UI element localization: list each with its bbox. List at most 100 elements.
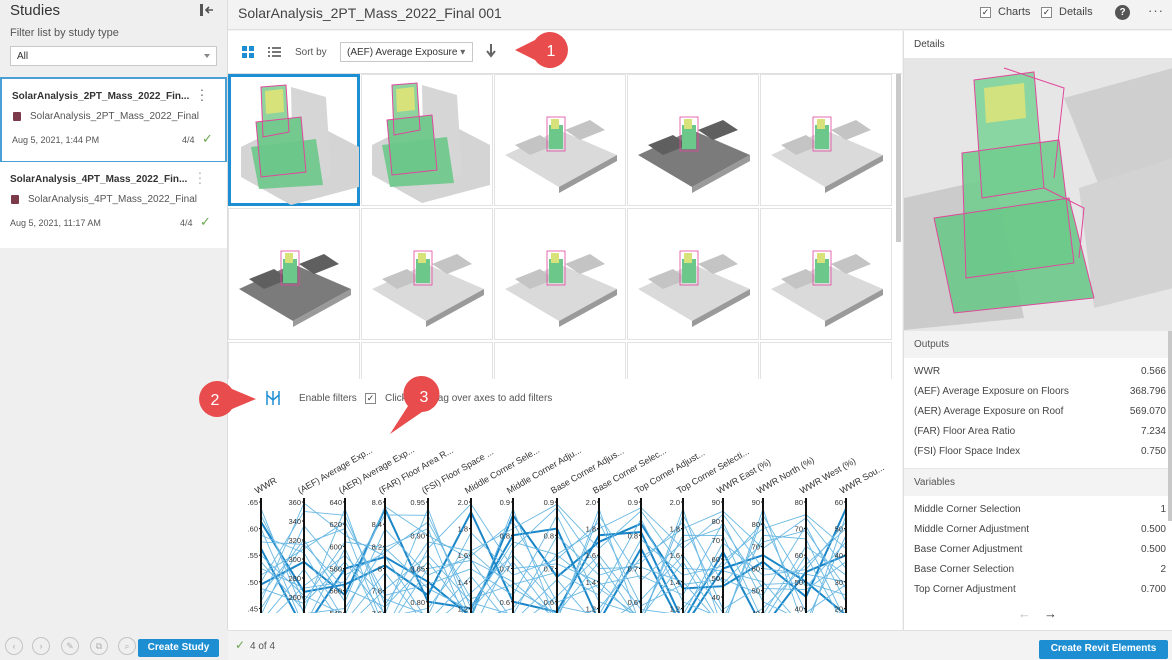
callout-1: 1 [515,32,568,68]
help-icon[interactable]: ? [1115,5,1130,20]
sort-direction-icon[interactable] [486,44,496,59]
study-date: Aug 5, 2021, 11:17 AM [10,218,101,228]
tick-label: 50 [752,587,760,596]
result-thumbnail[interactable] [627,74,759,206]
output-value: 0.566 [1140,366,1166,377]
result-thumbnail[interactable] [494,208,626,340]
tick-label: 40 [795,604,803,613]
revit-file-icon [11,195,19,204]
result-thumbnail[interactable] [361,208,493,340]
axis-label: WWR [253,475,279,496]
result-thumbnail[interactable] [627,342,759,379]
output-name: (FSI) Floor Space Index [914,446,1021,457]
tick-label: 8.6 [372,498,382,507]
tick-label: 8 [378,565,382,574]
tick-label: 0.6 [500,598,510,607]
tick-label: 60 [835,498,843,507]
forward-icon[interactable]: › [32,637,50,655]
axis-label: Base Corner Adjus... [549,446,625,496]
tick-label: 1.8 [670,525,680,534]
callout-number: 2 [211,392,220,409]
tick-label: 1.4 [670,578,680,587]
more-options-icon[interactable]: ··· [199,81,205,107]
output-row: WWR 0.566 [904,362,1166,382]
edit-icon[interactable]: ✎ [61,637,79,655]
result-thumbnail[interactable] [760,208,892,340]
output-value: 7.234 [1140,426,1166,437]
back-icon[interactable]: ‹ [5,637,23,655]
charts-checkbox[interactable]: ✓ [980,7,991,18]
parallel-coordinates-chart[interactable]: WWR.65.60.55.50.45.40(AEF) Average Exp..… [228,413,902,613]
filter-label: Filter list by study type [10,27,119,39]
more-menu-icon[interactable]: ··· [1148,3,1164,18]
details-checkbox[interactable]: ✓ [1041,7,1052,18]
more-options-icon[interactable]: ··· [197,164,203,190]
result-thumbnail[interactable] [361,74,493,206]
study-file: SolarAnalysis_2PT_Mass_2022_Final [30,111,199,122]
result-thumbnail[interactable] [494,74,626,206]
tick-label: 0.8 [628,531,638,540]
duplicate-icon[interactable]: ⧉ [90,637,108,655]
tick-label: 40 [835,551,843,560]
tick-label: 240 [288,612,301,613]
axis-label: Base Corner Selec... [591,446,668,496]
tick-label: .65 [248,498,258,507]
output-value: 0.750 [1140,446,1166,457]
output-name: (FAR) Floor Area Ratio [914,426,1016,437]
result-thumbnail[interactable] [228,342,360,379]
sort-select[interactable]: (AEF) Average Exposure ▾ [340,42,473,62]
outputs-title: Outputs [914,339,950,350]
tick-label: 2.0 [670,498,680,507]
result-thumbnail[interactable] [760,342,892,379]
result-thumbnail[interactable] [627,208,759,340]
tick-label: 280 [288,574,301,583]
output-name: WWR [914,366,941,377]
grid-view-icon[interactable] [242,46,254,58]
variable-name: Base Corner Adjustment [914,544,1023,555]
tick-label: 1.2 [670,604,680,613]
next-arrow-icon[interactable]: → [1044,606,1057,621]
details-scrollbar[interactable] [1168,331,1172,521]
tick-label: 340 [288,517,301,526]
parallel-axes-icon[interactable] [265,391,281,405]
study-type-select[interactable]: All [10,46,217,66]
variables-header: Variables [904,468,1172,496]
tick-label: 1.8 [458,525,468,534]
grid-scrollbar[interactable] [896,74,901,242]
tick-label: 260 [288,593,301,602]
result-thumbnail[interactable] [494,342,626,379]
study-name: SolarAnalysis_4PT_Mass_2022_Fin... [10,174,188,185]
variables-title: Variables [914,477,955,488]
tick-label: 0.7 [500,565,510,574]
result-thumbnail[interactable] [760,74,892,206]
tick-label: 40 [752,609,760,613]
studies-panel: Studies Filter list by study type All So… [0,0,228,660]
result-thumbnail[interactable] [361,342,493,379]
create-revit-elements-button[interactable]: Create Revit Elements [1039,640,1168,659]
enable-filters-checkbox[interactable]: ✓ [365,393,376,404]
study-item[interactable]: SolarAnalysis_4PT_Mass_2022_Fin... ··· S… [0,162,227,248]
variable-value: 1 [1160,504,1166,515]
study-item[interactable]: SolarAnalysis_2PT_Mass_2022_Fin... ··· S… [0,77,227,163]
tick-label: 90 [752,498,760,507]
collapse-panel-icon[interactable] [199,3,215,17]
footer: ✓ 4 of 4 Create Revit Elements [228,630,1172,660]
tick-label: 0.90 [410,531,425,540]
result-thumbnail[interactable] [228,208,360,340]
list-view-icon[interactable] [268,46,281,58]
details-title: Details [914,39,945,50]
create-study-button[interactable]: Create Study [138,639,219,657]
sort-value: (AEF) Average Exposure [347,47,458,58]
result-thumbnail[interactable] [228,74,360,206]
tick-label: .45 [248,604,258,613]
study-count: 4/4 [182,135,195,145]
tick-label: 7.6 [372,609,382,613]
search-icon[interactable]: ⌕ [118,637,136,655]
results-toolbar: Sort by (AEF) Average Exposure ▾ [228,31,902,74]
previous-arrow-icon[interactable]: ← [1018,606,1031,621]
study-name: SolarAnalysis_2PT_Mass_2022_Fin... [12,91,190,102]
revit-file-icon [13,112,21,121]
